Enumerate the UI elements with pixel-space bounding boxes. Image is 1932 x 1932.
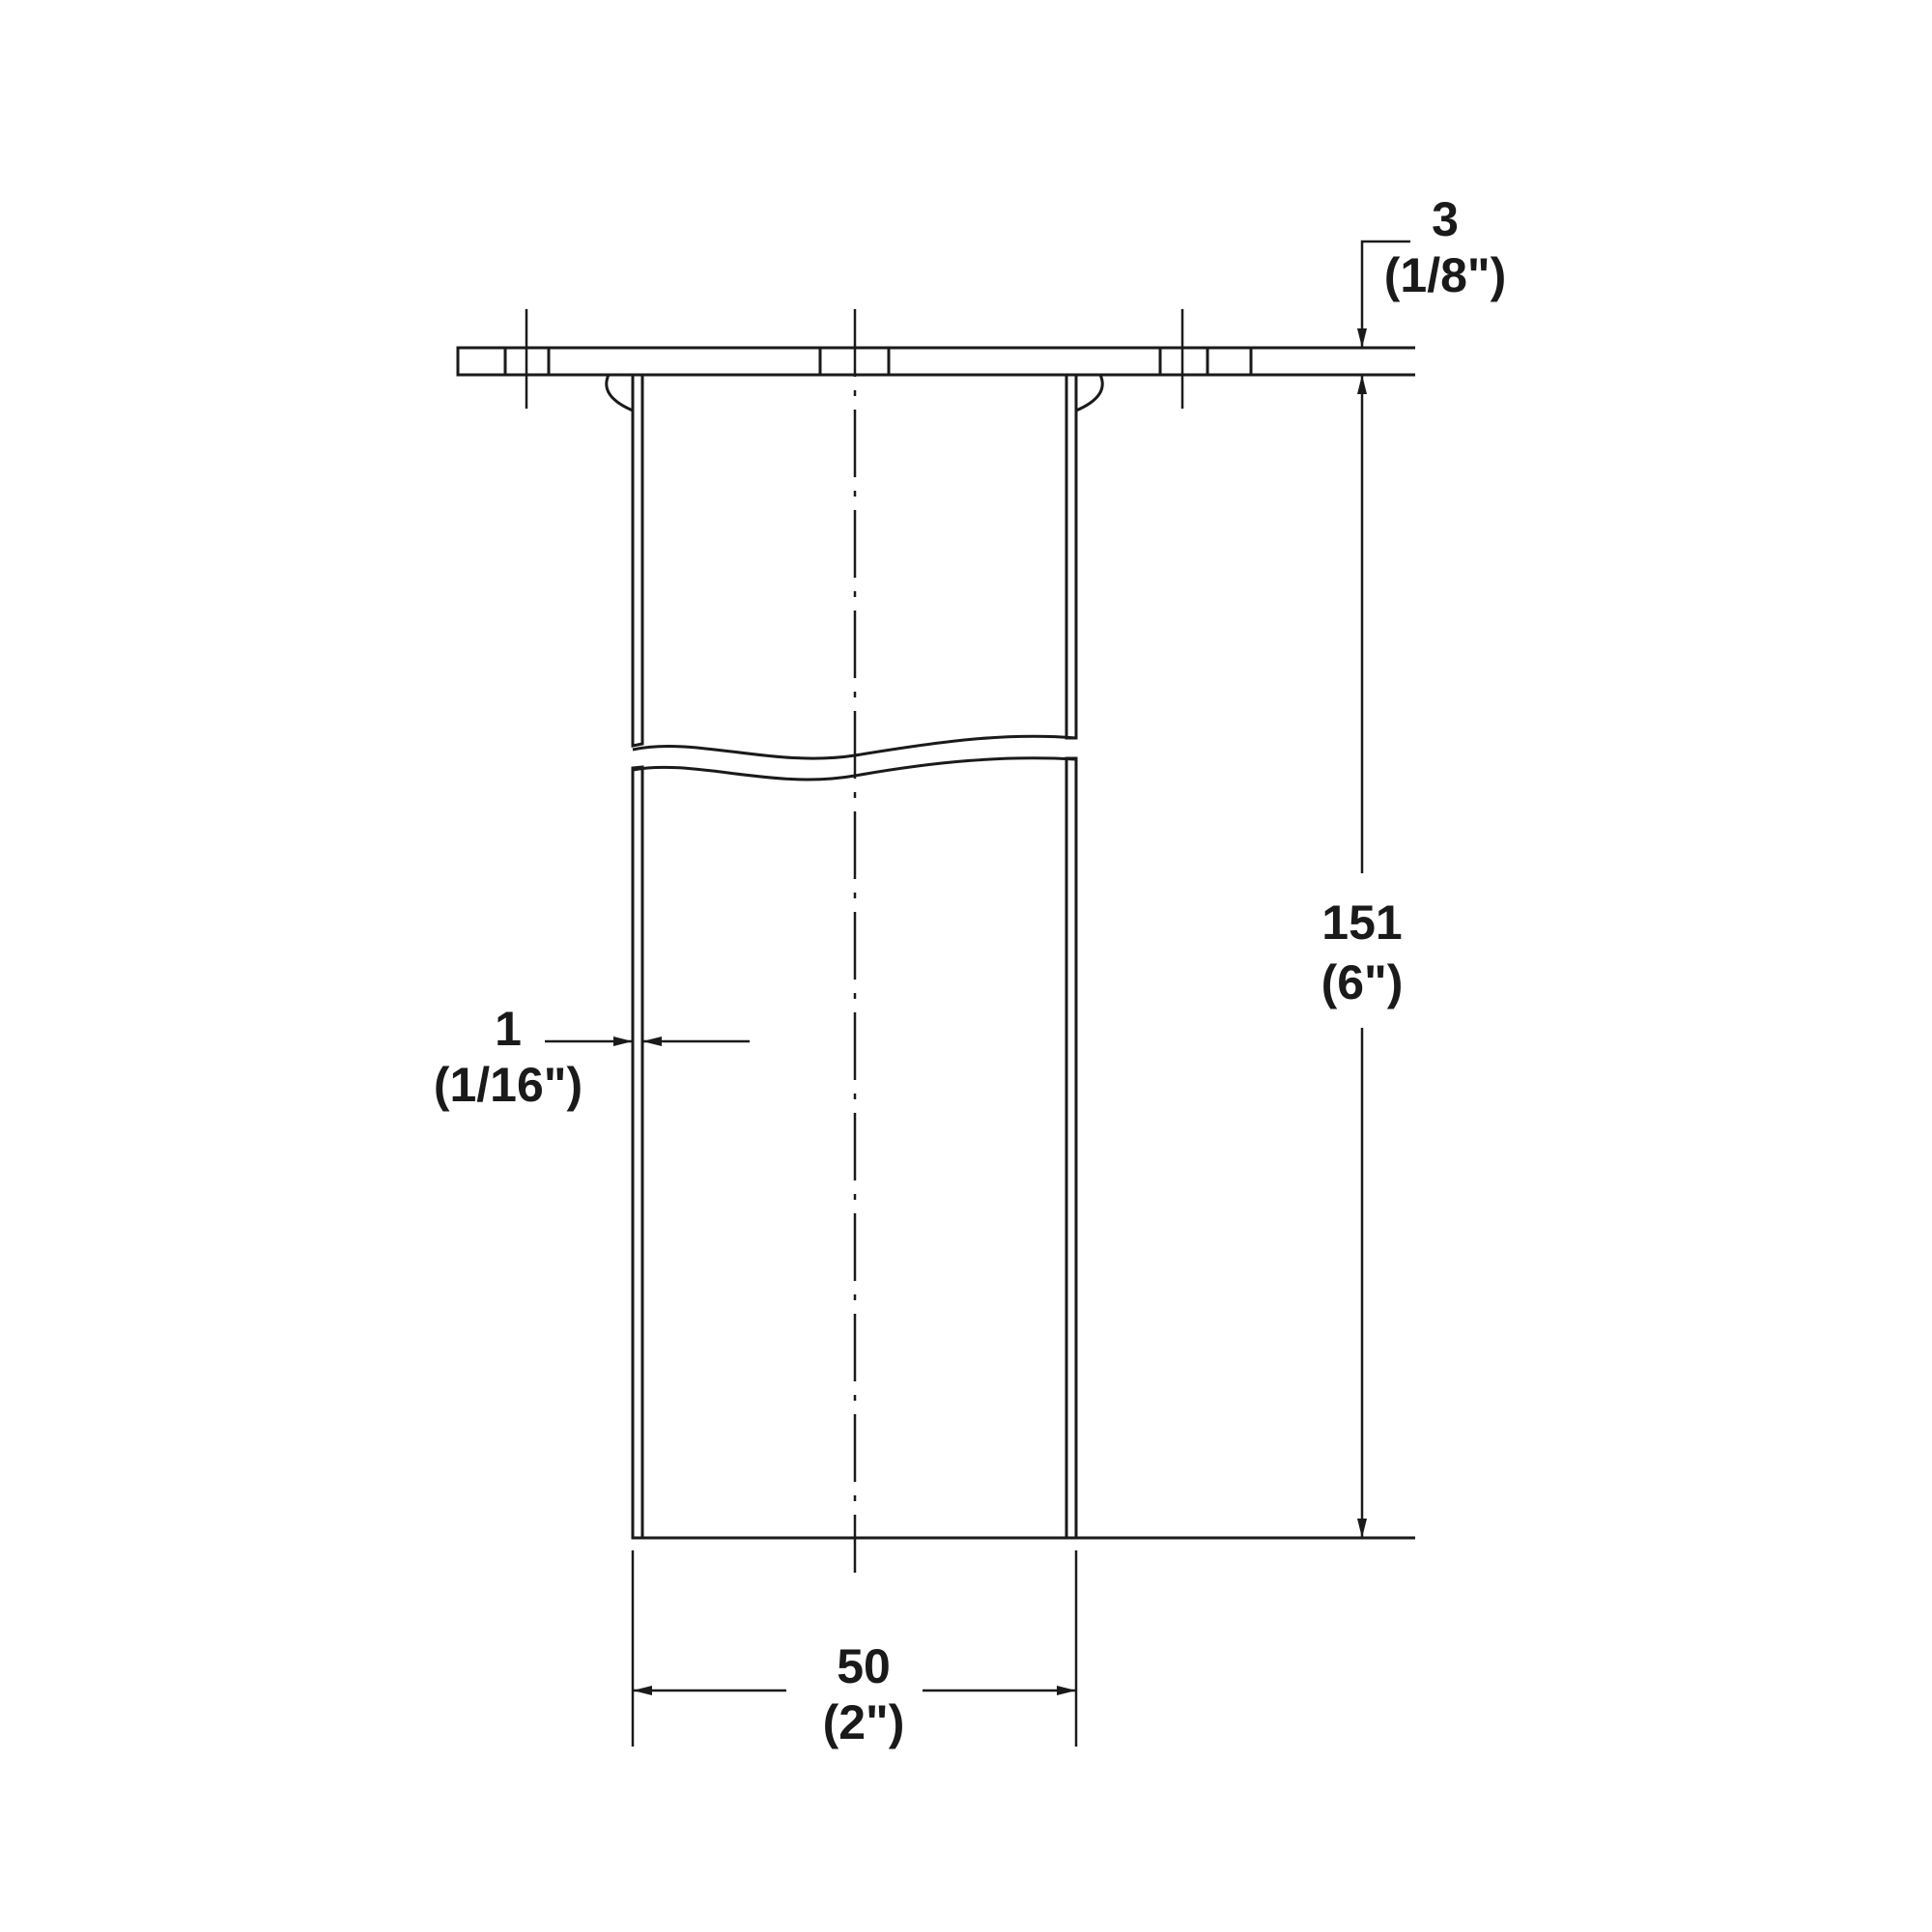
dim-imperial: (1/16") [434,1058,582,1112]
weld-left [605,373,635,413]
weld-right [1074,373,1104,413]
dimension-diameter: 50 (2") [631,1550,1078,1749]
dimension-length: 151 (6") [1321,375,1404,1538]
dim-imperial: (1/8") [1384,248,1507,302]
dimension-wall-thickness: 1 (1/16") [434,1002,750,1112]
dim-imperial: (2") [823,1695,905,1749]
dim-imperial: (6") [1321,955,1404,1009]
dim-value: 3 [1432,192,1459,246]
dim-value: 151 [1321,895,1402,950]
dim-value: 1 [495,1002,522,1056]
dim-value: 50 [837,1639,891,1693]
flange-plate [456,309,1415,409]
dimension-flange-thickness: 3 (1/8") [1357,192,1507,348]
